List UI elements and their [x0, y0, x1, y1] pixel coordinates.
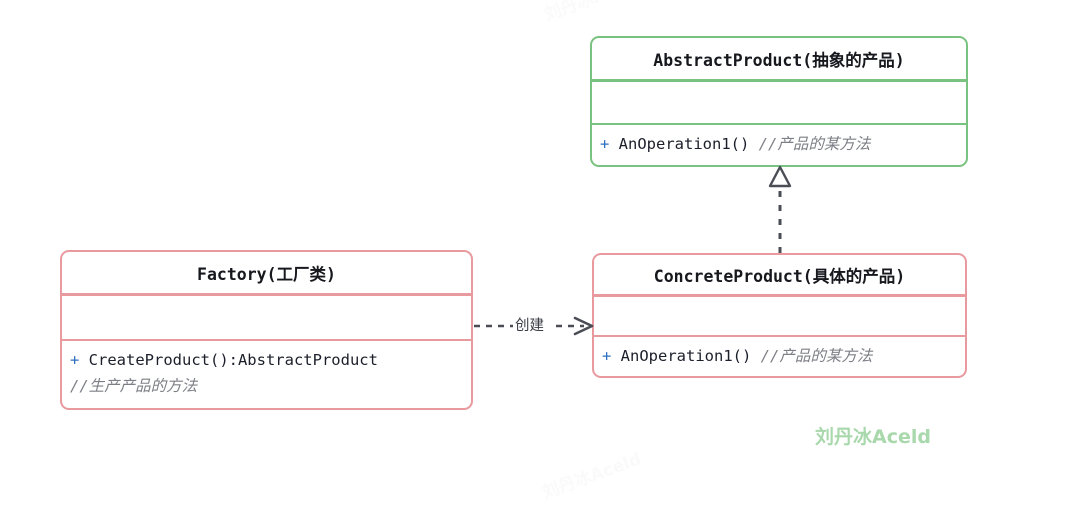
watermark-author: 刘丹冰Aceld	[815, 426, 931, 448]
class-title-abstract-product: AbstractProduct(抽象的产品)	[653, 50, 905, 70]
class-attributes-concrete-product	[594, 297, 965, 335]
class-divider	[592, 79, 966, 82]
visibility-marker: +	[602, 347, 621, 365]
class-methods-factory: + CreateProduct():AbstractProduct //生产产品…	[62, 341, 471, 408]
method-signature: CreateProduct():AbstractProduct	[88, 351, 378, 369]
class-box-concrete-product[interactable]: ConcreteProduct(具体的产品) + AnOperation1() …	[592, 253, 967, 378]
method-comment: //生产产品的方法	[70, 377, 198, 395]
class-box-factory[interactable]: Factory(工厂类) + CreateProduct():AbstractP…	[60, 250, 473, 410]
method-signature: AnOperation1()	[620, 347, 761, 365]
visibility-marker: +	[600, 135, 619, 153]
class-methods-concrete-product: + AnOperation1() //产品的某方法	[594, 337, 965, 375]
realization-hollow-triangle	[768, 165, 792, 188]
class-divider	[62, 338, 471, 341]
class-attributes-abstract-product	[592, 82, 966, 123]
method-comment: //产品的某方法	[758, 135, 871, 153]
class-divider	[62, 293, 471, 296]
class-divider	[594, 294, 965, 297]
dependency-open-arrowhead	[573, 316, 594, 336]
class-attributes-factory	[62, 296, 471, 339]
class-title-concrete-product: ConcreteProduct(具体的产品)	[653, 266, 906, 286]
class-box-abstract-product[interactable]: AbstractProduct(抽象的产品) + AnOperation1() …	[590, 36, 968, 167]
method-comment: //产品的某方法	[760, 347, 873, 365]
class-title-factory: Factory(工厂类)	[197, 264, 336, 284]
relation-label-create: 创建	[513, 318, 546, 334]
method-signature: AnOperation1()	[618, 135, 759, 153]
class-divider	[594, 334, 965, 337]
relation-concrete-realizes-abstract	[768, 165, 792, 253]
class-methods-abstract-product: + AnOperation1() //产品的某方法	[592, 125, 966, 165]
visibility-marker: +	[70, 351, 89, 369]
watermark-faint-top: 刘丹冰Aceld	[540, 0, 646, 25]
class-divider	[592, 122, 966, 125]
watermark-faint-bottom: 刘丹冰Aceld	[539, 449, 645, 504]
